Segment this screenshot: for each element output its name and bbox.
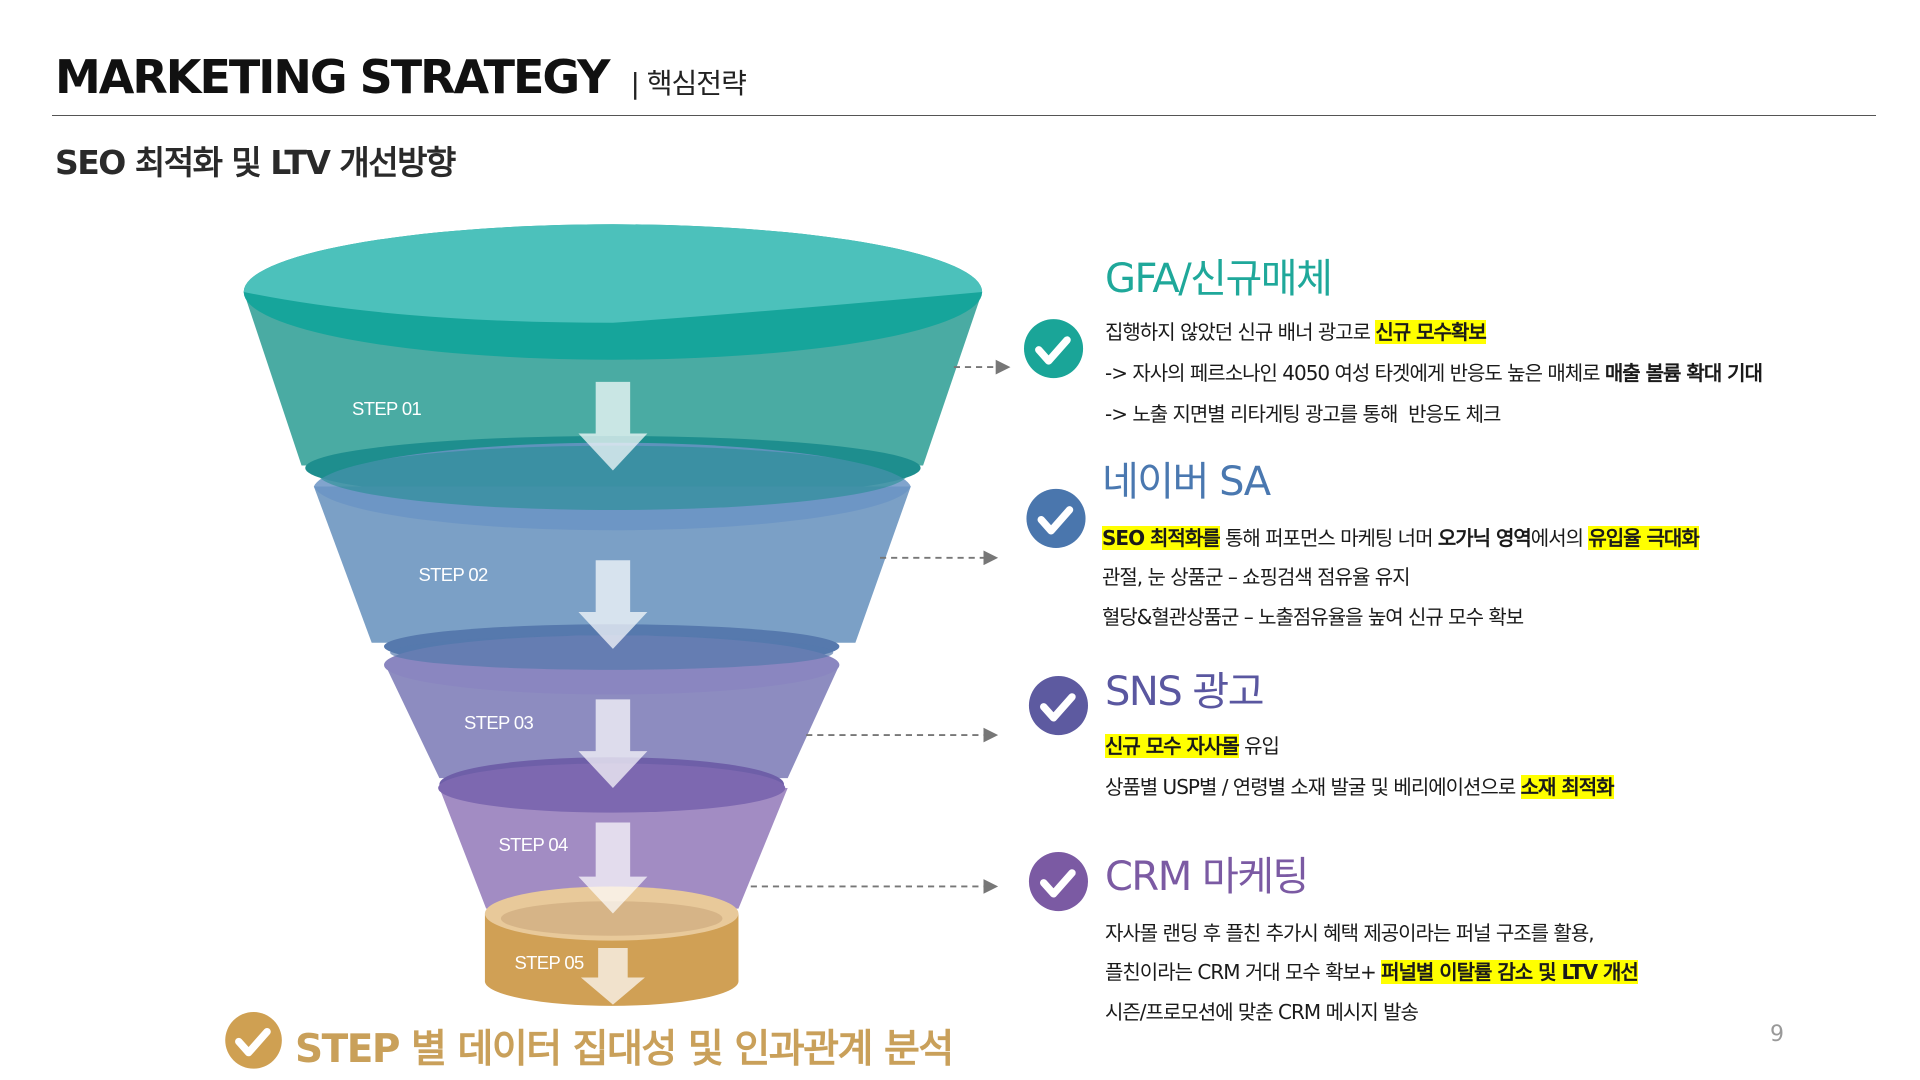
highlighted-text: SEO 최적화를 xyxy=(1102,526,1221,550)
text-segment: 시즌/프로모션에 맞춘 CRM 메시지 발송 xyxy=(1105,1000,1419,1024)
section-line: 신규 모수 자사몰 유입 xyxy=(1105,734,1280,758)
section-line: SEO 최적화를 통해 퍼포먼스 마케팅 너머 오가닉 영역에서의 유입율 극대… xyxy=(1102,526,1700,550)
text-segment: 플친이라는 CRM 거대 모수 확보+ xyxy=(1105,960,1382,984)
text-segment: 통해 퍼포먼스 마케팅 너머 xyxy=(1219,526,1438,550)
section-line: 자사몰 랜딩 후 플친 추가시 혜택 제공이라는 퍼널 구조를 활용, xyxy=(1105,921,1595,945)
text-segment: -> 자사의 페르소나인 4050 여성 타겟에게 반응도 높은 매체로 xyxy=(1105,361,1605,385)
section-line: 상품별 USP별 / 연령별 소재 발굴 및 베리에이션으로 소재 최적화 xyxy=(1105,775,1615,799)
caption-check-icon xyxy=(225,1012,282,1069)
section-line: 관절, 눈 상품군 – 쇼핑검색 점유율 유지 xyxy=(1102,565,1411,589)
highlighted-text: 소재 최적화 xyxy=(1520,775,1615,799)
highlighted-text: 유입율 극대화 xyxy=(1588,526,1700,550)
text-segment: -> 노출 지면별 리타게팅 광고를 통해 반응도 체크 xyxy=(1105,402,1501,426)
funnel-layer-1 xyxy=(243,224,983,500)
page-number: 9 xyxy=(1770,1022,1784,1047)
page-title: MARKETING STRATEGY xyxy=(55,50,610,104)
step-label-1: STEP 01 xyxy=(352,398,422,419)
check-circle-icon xyxy=(1028,852,1088,912)
text-segment: 집행하지 않았던 신규 배너 광고로 xyxy=(1105,320,1376,344)
highlighted-text: 신규 모수 자사몰 xyxy=(1105,734,1240,758)
step-label-3: STEP 03 xyxy=(464,712,534,733)
check-circle-icon xyxy=(1024,319,1084,379)
section-title-1: GFA/신규매체 xyxy=(1105,256,1333,302)
text-segment: 매출 볼륨 확대 기대 xyxy=(1604,361,1763,385)
section-line: 플친이라는 CRM 거대 모수 확보+ 퍼널별 이탈률 감소 및 LTV 개선 xyxy=(1105,960,1639,984)
step-label-2: STEP 02 xyxy=(418,564,488,585)
dashed-connectors xyxy=(750,359,1011,894)
page-header: MARKETING STRATEGY | 핵심전략 xyxy=(55,50,747,104)
text-segment: 상품별 USP별 / 연령별 소재 발굴 및 베리에이션으로 xyxy=(1105,775,1521,799)
section-title-3: SNS 광고 xyxy=(1105,669,1265,715)
section-line: -> 노출 지면별 리타게팅 광고를 통해 반응도 체크 xyxy=(1105,402,1501,426)
section-line: -> 자사의 페르소나인 4050 여성 타겟에게 반응도 높은 매체로 매출 … xyxy=(1105,361,1763,385)
page-title-tag: | 핵심전략 xyxy=(630,67,746,100)
section-title-4: CRM 마케팅 xyxy=(1105,854,1309,900)
text-segment: 자사몰 랜딩 후 플친 추가시 혜택 제공이라는 퍼널 구조를 활용, xyxy=(1105,921,1595,945)
funnel-layer-5 xyxy=(484,886,739,1006)
text-segment: 관절, 눈 상품군 – 쇼핑검색 점유율 유지 xyxy=(1102,565,1411,589)
section-title-2: 네이버 SA xyxy=(1102,459,1271,505)
down-arrow-icons xyxy=(578,381,648,1005)
header-divider xyxy=(52,115,1876,116)
section-line: 집행하지 않았던 신규 배너 광고로 신규 모수확보 xyxy=(1105,320,1487,344)
highlighted-text: 퍼널별 이탈률 감소 및 LTV 개선 xyxy=(1381,960,1639,984)
text-segment: 유입 xyxy=(1238,734,1280,758)
section-line: 혈당&혈관상품군 – 노출점유율을 높여 신규 모수 확보 xyxy=(1102,605,1524,629)
check-circle-icon xyxy=(1026,488,1086,548)
section-subtitle: SEO 최적화 및 LTV 개선방향 xyxy=(55,143,456,182)
text-segment: 혈당&혈관상품군 – 노출점유율을 높여 신규 모수 확보 xyxy=(1102,605,1524,629)
check-circle-icon xyxy=(1028,676,1088,736)
highlighted-text: 신규 모수확보 xyxy=(1375,320,1487,344)
text-segment: 오가닉 영역 xyxy=(1437,526,1532,550)
step-label-5: STEP 05 xyxy=(514,952,584,973)
step-label-4: STEP 04 xyxy=(498,834,568,855)
funnel-caption: STEP 별 데이터 집대성 및 인과관계 분석 xyxy=(295,1027,954,1072)
text-segment: 에서의 xyxy=(1530,526,1589,550)
section-line: 시즌/프로모션에 맞춘 CRM 메시지 발송 xyxy=(1105,1000,1419,1024)
